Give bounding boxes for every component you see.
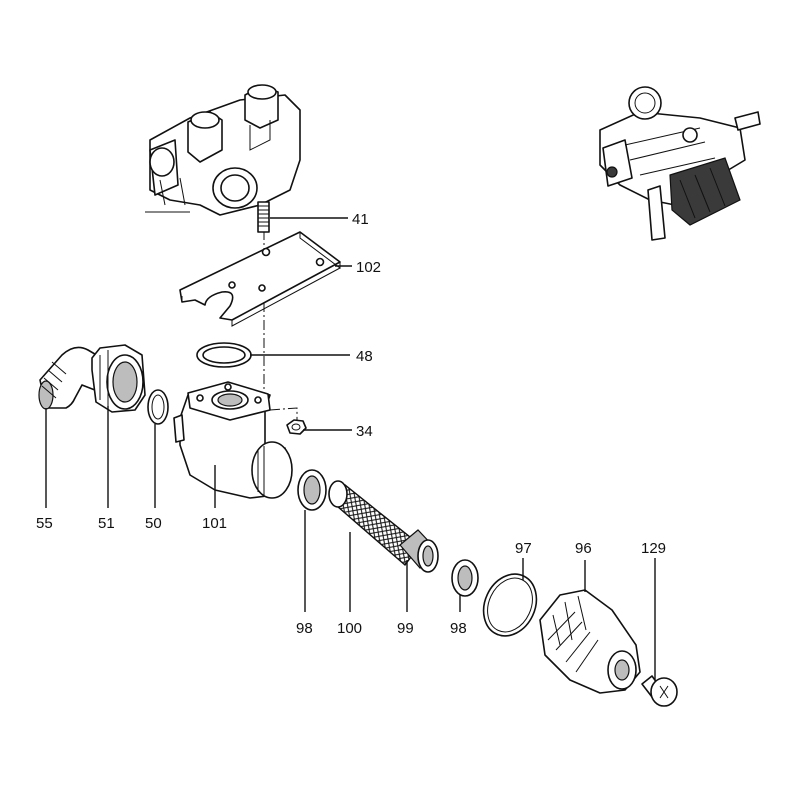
callout-98-b: 98 xyxy=(450,620,467,637)
part-51-coupling-nut xyxy=(91,344,146,413)
part-129-screw xyxy=(641,675,678,707)
callout-50: 50 xyxy=(145,515,162,532)
callout-96: 96 xyxy=(575,540,592,557)
part-48-o-ring xyxy=(196,342,252,368)
overview-assembly-drawing xyxy=(599,86,761,241)
part-101-housing xyxy=(173,381,293,499)
leader-lines xyxy=(45,217,656,680)
callout-97: 97 xyxy=(515,540,532,557)
callout-102: 102 xyxy=(356,259,381,276)
callout-48: 48 xyxy=(356,348,373,365)
callout-34: 34 xyxy=(356,423,373,440)
part-34-nut xyxy=(286,419,307,435)
part-97-gasket xyxy=(482,573,538,637)
callout-98-a: 98 xyxy=(296,620,313,637)
part-55-elbow xyxy=(38,346,106,410)
callout-41: 41 xyxy=(352,211,369,228)
callout-100: 100 xyxy=(337,620,362,637)
callout-99: 99 xyxy=(397,620,414,637)
callout-51: 51 xyxy=(98,515,115,532)
pump-manifold-drawing xyxy=(145,84,301,216)
part-102-plate xyxy=(179,231,341,327)
part-96-cap xyxy=(539,589,641,694)
part-41-stud xyxy=(257,201,270,233)
callout-55: 55 xyxy=(36,515,53,532)
callout-101: 101 xyxy=(202,515,227,532)
part-99-filter-cap xyxy=(399,529,439,573)
callout-labels: 41 102 48 34 55 51 50 101 98 100 99 98 9… xyxy=(36,211,666,637)
part-98-ring-b xyxy=(451,559,479,597)
callout-129: 129 xyxy=(641,540,666,557)
part-98-ring-a xyxy=(297,469,327,511)
part-50-seal xyxy=(147,389,169,425)
part-100-filter-screen xyxy=(328,480,421,567)
